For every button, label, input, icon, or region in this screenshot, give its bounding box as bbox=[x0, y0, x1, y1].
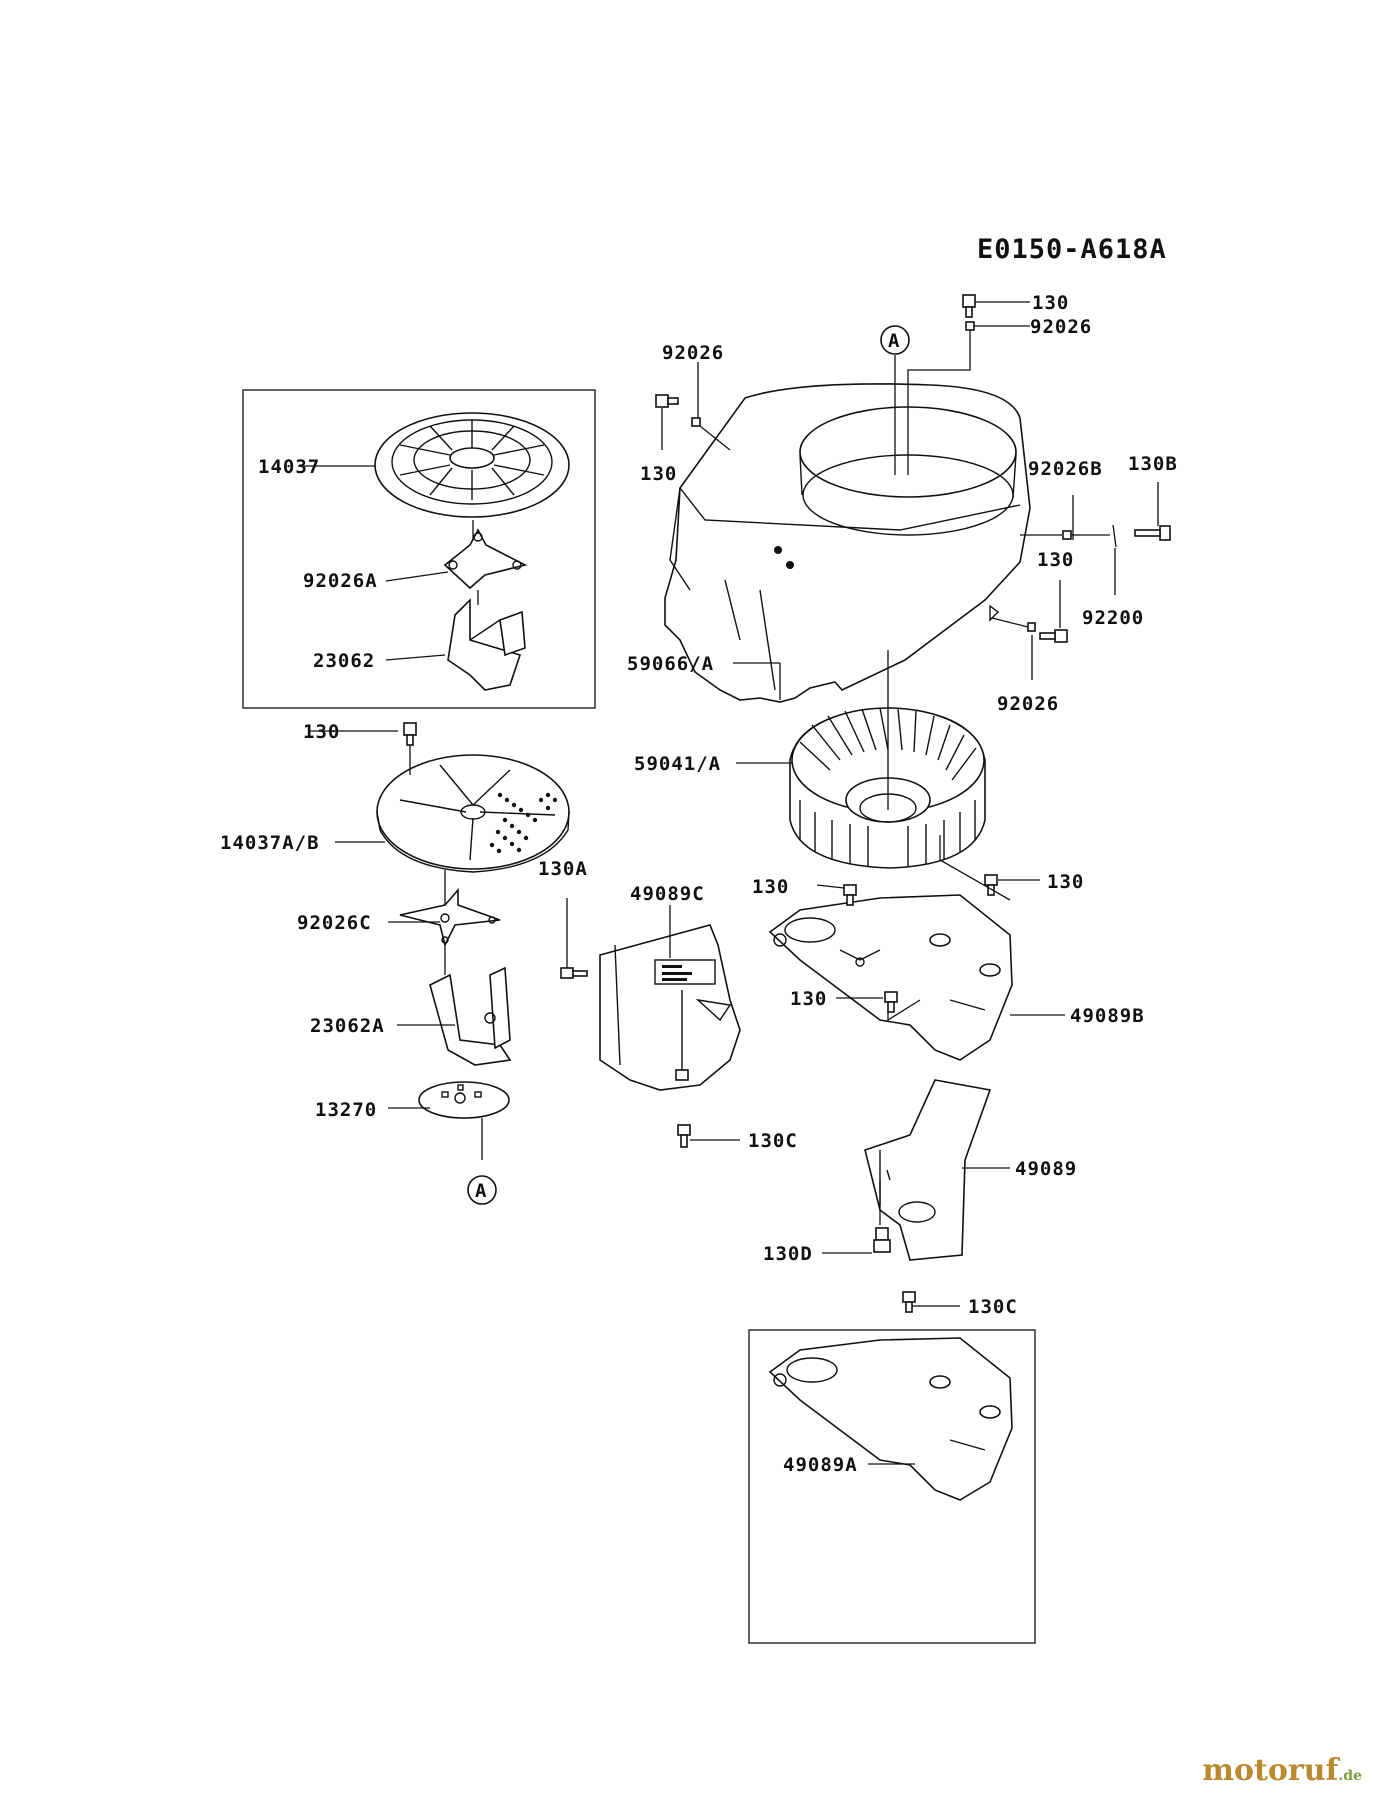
shroud-49089B bbox=[768, 894, 1013, 1061]
label-130B: 130B bbox=[1128, 453, 1178, 475]
label-130: 130 bbox=[303, 721, 340, 743]
fan-screen-14037AB bbox=[376, 754, 570, 873]
part-labels: 130 92026 92026 130 14037 92026A 23062 9… bbox=[220, 292, 1178, 1476]
label-49089A: 49089A bbox=[783, 1454, 858, 1476]
label-130: 130 bbox=[640, 463, 677, 485]
label-59041-A: 59041/A bbox=[634, 753, 721, 775]
label-23062: 23062 bbox=[313, 650, 375, 672]
label-130D: 130D bbox=[763, 1243, 813, 1265]
label-92026B: 92026B bbox=[1028, 458, 1103, 480]
label-92026: 92026 bbox=[1030, 316, 1092, 338]
label-14037: 14037 bbox=[258, 456, 320, 478]
label-59066-A: 59066/A bbox=[627, 653, 714, 675]
bolts bbox=[403, 294, 1171, 1313]
label-92200: 92200 bbox=[1082, 607, 1144, 629]
label-130: 130 bbox=[1047, 871, 1084, 893]
label-49089C: 49089C bbox=[630, 883, 705, 905]
label-23062A: 23062A bbox=[310, 1015, 385, 1037]
label-130C: 130C bbox=[748, 1130, 798, 1152]
diagram-code: E0150-A618A bbox=[977, 234, 1167, 265]
label-49089: 49089 bbox=[1015, 1158, 1077, 1180]
bracket-23062 bbox=[447, 598, 526, 691]
watermark-logo: motoruf.de bbox=[1202, 1753, 1362, 1788]
blower-housing-59066 bbox=[664, 383, 1031, 703]
plate-13270 bbox=[418, 1081, 510, 1119]
label-14037A-B: 14037A/B bbox=[220, 832, 320, 854]
spider-92026A bbox=[443, 528, 528, 590]
label-92026: 92026 bbox=[997, 693, 1059, 715]
ref-marker-bottom: A bbox=[467, 1175, 497, 1205]
rotating-screen-14037 bbox=[374, 412, 570, 518]
label-92026A: 92026A bbox=[303, 570, 378, 592]
svg-text:A: A bbox=[888, 330, 900, 352]
leader-lines bbox=[298, 301, 1159, 1465]
label-130: 130 bbox=[752, 876, 789, 898]
bracket-23062A bbox=[429, 966, 512, 1066]
shroud-49089 bbox=[864, 1079, 992, 1261]
label-13270: 13270 bbox=[315, 1099, 377, 1121]
label-130: 130 bbox=[1037, 549, 1074, 571]
inset-box-top-left bbox=[242, 389, 596, 709]
svg-text:A: A bbox=[475, 1180, 487, 1202]
label-49089B: 49089B bbox=[1070, 1005, 1145, 1027]
label-130A: 130A bbox=[538, 858, 588, 880]
spider-92026C bbox=[399, 887, 501, 948]
inset-box-bottom bbox=[748, 1329, 1036, 1644]
shroud-49089C bbox=[599, 924, 741, 1091]
ref-marker-top: A bbox=[880, 325, 910, 355]
label-92026C: 92026C bbox=[297, 912, 372, 934]
label-92026: 92026 bbox=[662, 342, 724, 364]
label-130: 130 bbox=[790, 988, 827, 1010]
label-130C: 130C bbox=[968, 1296, 1018, 1318]
label-130: 130 bbox=[1032, 292, 1069, 314]
shroud-49089A bbox=[768, 1337, 1013, 1501]
